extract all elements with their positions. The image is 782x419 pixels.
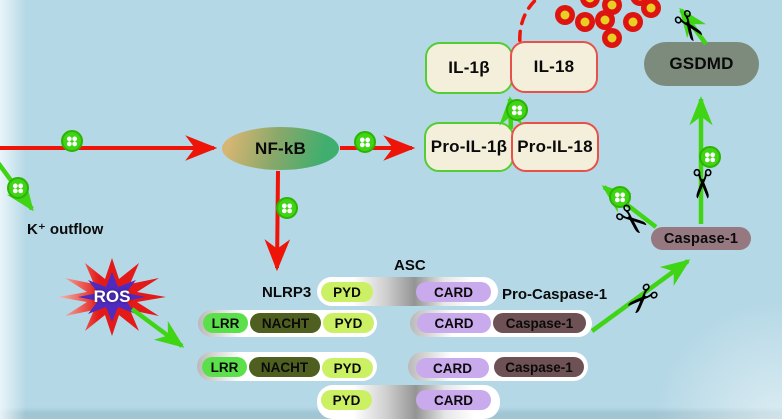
activation-plus-icon (506, 99, 528, 121)
activation-plus-icon (354, 131, 376, 153)
cytokine-dot (602, 28, 622, 48)
cytokine-dot (555, 5, 575, 25)
scissors-icon: ✂ (678, 167, 724, 201)
activation-plus-icon (7, 177, 29, 199)
ros-label: ROS (93, 287, 131, 306)
card-domain: CARD (416, 390, 491, 410)
card-domain: CARD (416, 358, 489, 378)
nacht-domain: NACHT (249, 357, 320, 377)
asc-label: ASC (394, 257, 426, 274)
k-outflow-label: K⁺ outflow (27, 221, 104, 238)
lrr-domain: LRR (203, 313, 248, 333)
pro-caspase1-label: Pro-Caspase-1 (502, 286, 608, 303)
pyd-domain: PYD (321, 282, 373, 302)
pyd-domain: PYD (322, 358, 373, 378)
lrr-domain: LRR (202, 357, 247, 377)
nacht-domain: NACHT (250, 313, 321, 333)
cytokine-dot (575, 12, 595, 32)
pyd-domain: PYD (323, 313, 374, 333)
ros-burst (58, 258, 166, 336)
activation-plus-icon (61, 130, 83, 152)
cytokine-dot (630, 0, 650, 6)
pyd-domain: PYD (321, 390, 372, 410)
cleaved-caspase1-arrow (590, 259, 691, 333)
activation-plus-icon (276, 197, 298, 219)
ros-to-nlrp3-arrow (130, 307, 185, 348)
cytokine-dot (580, 0, 600, 8)
caspase1-domain: Caspase-1 (493, 313, 586, 333)
activation-plus-icon (699, 146, 721, 168)
cytokine-dot (595, 10, 615, 30)
nfkb-node: NF-kB (222, 127, 339, 170)
gsdmd-node: GSDMD (644, 42, 759, 86)
secreted-cytokine-dots (555, 0, 661, 48)
nlrp3-label: NLRP3 (262, 284, 312, 301)
pro-il1b-node: Pro-IL-1β (424, 122, 514, 172)
caspase1-node: Caspase-1 (651, 227, 751, 250)
caspase1-domain: Caspase-1 (494, 357, 584, 377)
pro-il18-node: Pro-IL-18 (511, 122, 599, 172)
cytokine-dot (623, 12, 643, 32)
card-domain: CARD (416, 282, 491, 302)
il18-node: IL-18 (510, 41, 598, 93)
nfkb-to-nlrp3-arrow (264, 170, 291, 272)
gsdmd-secretion-arrow (679, 7, 708, 46)
cytokine-dot (602, 0, 622, 15)
cytokine-dot (641, 0, 661, 18)
card-domain: CARD (417, 313, 491, 333)
